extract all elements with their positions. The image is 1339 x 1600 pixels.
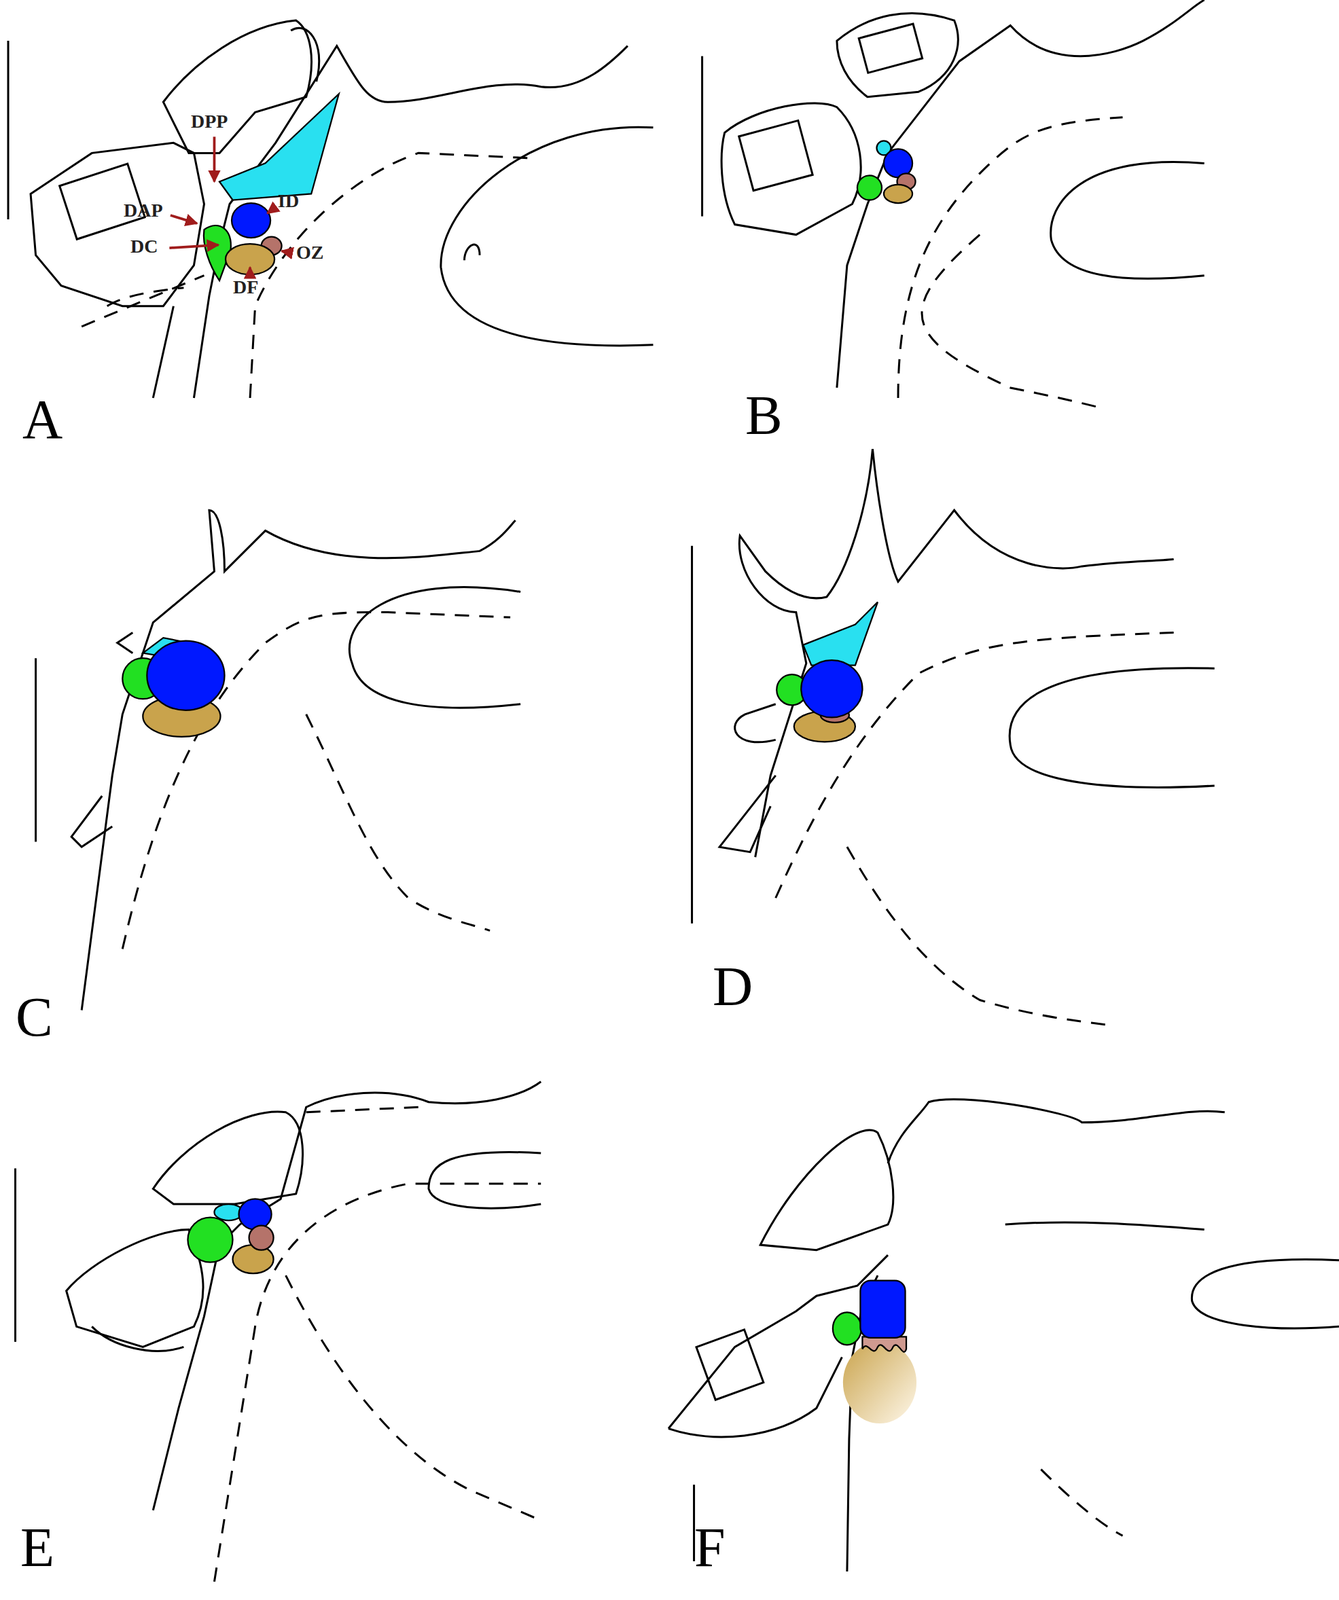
part-abbreviation: DC (130, 237, 158, 257)
panel-letter: B (745, 387, 783, 444)
part-abbreviation: ID (277, 191, 299, 211)
panel-letter: E (20, 1520, 55, 1577)
part-abbreviation: DF (233, 277, 259, 297)
part-abbreviation: OZ (296, 243, 324, 263)
panel-letter: C (15, 989, 53, 1046)
panel-letter: D (712, 959, 753, 1015)
part-abbreviation: DPP (190, 112, 228, 132)
panel-letter: F (694, 1520, 726, 1577)
part-abbreviation: DAP (123, 201, 164, 221)
panel-letter: A (22, 391, 63, 448)
